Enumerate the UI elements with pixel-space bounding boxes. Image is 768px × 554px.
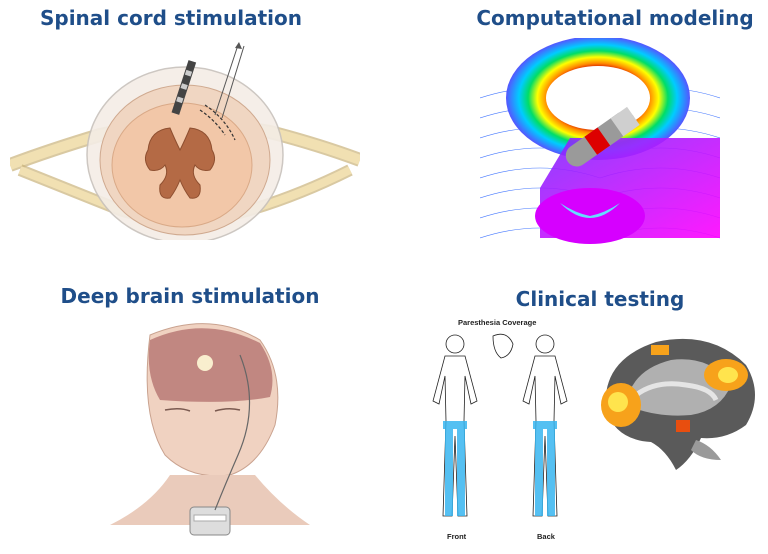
deep-brain-stimulation-title: Deep brain stimulation (60, 284, 320, 308)
spinal-cord-stimulation-title: Spinal cord stimulation (39, 6, 302, 30)
computational-modeling-title: Computational modeling (476, 6, 754, 30)
paresthesia-body-chart (432, 333, 568, 517)
paresthesia-coverage-title: Paresthesia Coverage (458, 318, 537, 327)
deep-brain-stimulation-illustration (110, 315, 310, 549)
back-label: Back (537, 532, 555, 541)
fmri-brain-slice (596, 330, 764, 478)
clinical-testing-title: Clinical testing (515, 287, 685, 311)
computational-model-plot (480, 38, 720, 254)
spinal-cord-illustration (10, 42, 360, 240)
front-label: Front (447, 532, 467, 541)
